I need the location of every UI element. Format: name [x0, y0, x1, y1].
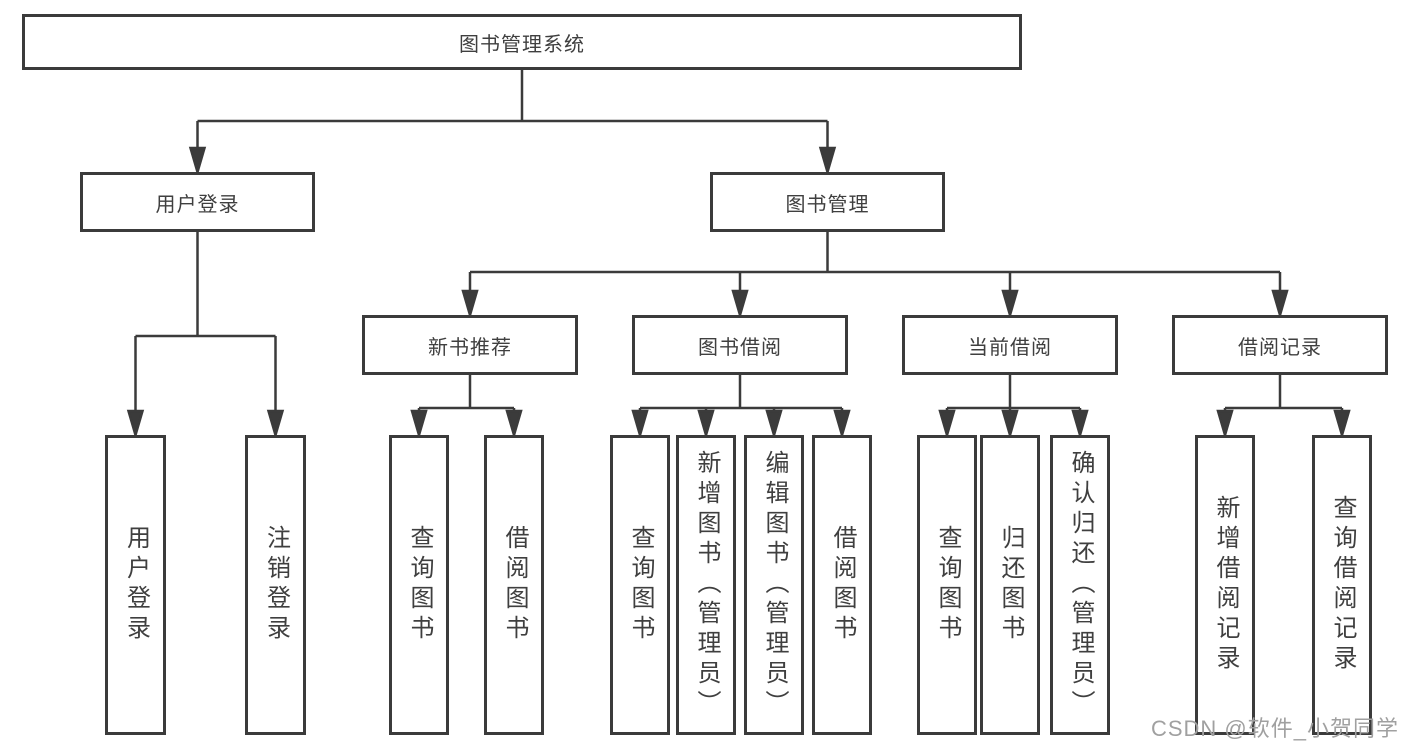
leaf-current-return-books-label: 归还图书: [997, 525, 1024, 645]
leaf-borrow-borrow-books: 借阅图书: [812, 435, 872, 735]
watermark: CSDN @软件_小贺同学: [1150, 716, 1399, 741]
node-book-borrow: 图书借阅: [632, 315, 848, 375]
node-book-borrow-label: 图书借阅: [698, 336, 782, 359]
leaf-current-confirm-return-admin: 确认归还（管理员）: [1050, 435, 1110, 735]
leaf-borrow-query-books: 查询图书: [610, 435, 670, 735]
leaf-newbook-borrow-books-label: 借阅图书: [501, 525, 528, 645]
leaf-user-login: 用户登录: [105, 435, 166, 735]
leaf-current-confirm-return-admin-label: 确认归还（管理员）: [1067, 450, 1094, 720]
node-root: 图书管理系统: [22, 14, 1022, 70]
leaf-borrow-query-books-label: 查询图书: [627, 525, 654, 645]
node-current-borrow: 当前借阅: [902, 315, 1118, 375]
node-book-management-label: 图书管理: [785, 193, 870, 216]
node-user-login: 用户登录: [80, 172, 315, 232]
node-book-management: 图书管理: [710, 172, 945, 232]
leaf-borrow-edit-books-admin: 编辑图书（管理员）: [744, 435, 804, 735]
leaf-newbook-query-books: 查询图书: [389, 435, 449, 735]
leaf-user-login-label: 用户登录: [122, 525, 150, 645]
leaf-borrow-borrow-books-label: 借阅图书: [829, 525, 856, 645]
leaf-newbook-borrow-books: 借阅图书: [484, 435, 544, 735]
leaf-borrow-edit-books-admin-label: 编辑图书（管理员）: [761, 450, 788, 720]
leaf-borrow-add-books-admin: 新增图书（管理员）: [676, 435, 736, 735]
leaf-records-add-record: 新增借阅记录: [1195, 435, 1255, 735]
leaf-records-query-record-label: 查询借阅记录: [1329, 495, 1356, 675]
leaf-borrow-add-books-admin-label: 新增图书（管理员）: [693, 450, 720, 720]
node-user-login-label: 用户登录: [155, 193, 240, 216]
leaf-records-query-record: 查询借阅记录: [1312, 435, 1372, 735]
leaf-current-query-books-label: 查询图书: [934, 525, 961, 645]
node-borrow-records: 借阅记录: [1172, 315, 1388, 375]
leaf-records-add-record-label: 新增借阅记录: [1212, 495, 1239, 675]
leaf-newbook-query-books-label: 查询图书: [406, 525, 433, 645]
node-borrow-records-label: 借阅记录: [1238, 336, 1322, 359]
node-new-book-recommend-label: 新书推荐: [428, 336, 512, 359]
node-new-book-recommend: 新书推荐: [362, 315, 578, 375]
leaf-logout-login-label: 注销登录: [262, 525, 290, 645]
node-current-borrow-label: 当前借阅: [968, 336, 1052, 359]
leaf-current-return-books: 归还图书: [980, 435, 1040, 735]
node-root-label: 图书管理系统: [459, 33, 585, 56]
leaf-logout-login: 注销登录: [245, 435, 306, 735]
leaf-current-query-books: 查询图书: [917, 435, 977, 735]
